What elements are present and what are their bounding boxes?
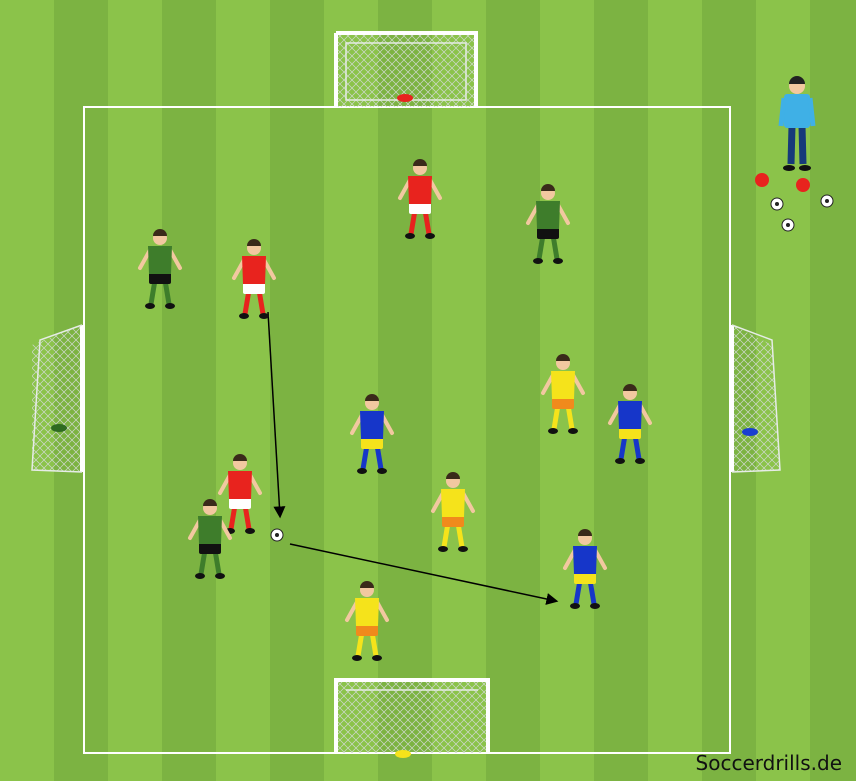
ball-spare-2 [821, 195, 833, 207]
cone-red-coach-2 [796, 178, 810, 192]
cone-green-left [51, 424, 67, 432]
goal-left [32, 325, 82, 472]
ball-in-play [271, 529, 283, 541]
cone-blue-right [742, 428, 758, 436]
cone-red-coach-1 [755, 173, 769, 187]
cone-red-top [397, 94, 413, 102]
goal-right [732, 325, 780, 472]
watermark: Soccerdrills.de [696, 751, 842, 775]
ball-spare-1 [771, 198, 783, 210]
ball-spare-3 [782, 219, 794, 231]
goal-bottom [336, 680, 488, 753]
cone-yellow-bottom [395, 750, 411, 758]
